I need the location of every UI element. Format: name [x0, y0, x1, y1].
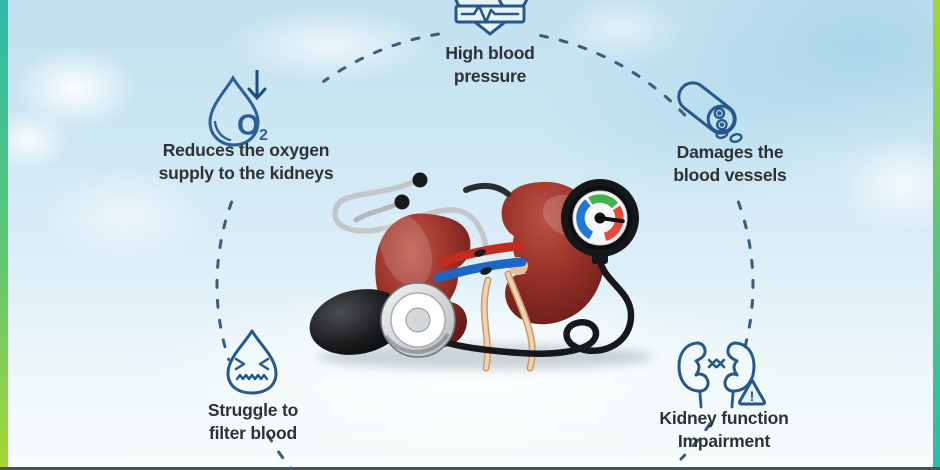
label-struggle-filter: Struggle to filter blood: [208, 399, 298, 445]
gauge-red-arc: [603, 205, 624, 241]
renal-vessels: [433, 241, 527, 283]
label-line: pressure: [453, 66, 527, 86]
stethoscope-tubes: [332, 172, 489, 249]
label-line: filter blood: [208, 423, 297, 443]
label-reduces-oxygen: Reduces the oxygen supply to the kidneys: [159, 139, 334, 185]
dash-arc-top-right: [539, 34, 688, 118]
ureters: [480, 270, 536, 372]
blood-vessel-icon: [677, 81, 743, 144]
bulb-connector: [389, 311, 425, 327]
struggling-drop-icon: [226, 329, 278, 395]
gauge-blue-arc: [576, 199, 594, 240]
right-edge-stripe: [933, 0, 940, 470]
label-line: Kidney function: [659, 408, 789, 428]
bottom-border-line: [0, 467, 940, 470]
inflation-bulb: [309, 289, 407, 355]
right-kidney: [501, 181, 606, 325]
kidney-highlight: [379, 213, 433, 287]
oxygen-drop-icon: O 2: [208, 70, 268, 147]
label-line: supply to the kidneys: [158, 163, 334, 183]
kidney-warning-icon: !: [677, 341, 766, 409]
oxygen-subscript: 2: [259, 127, 268, 144]
label-line: Impairment: [677, 431, 771, 451]
oxygen-symbol: O: [237, 110, 260, 142]
left-kidney: [375, 213, 471, 349]
stethoscope-earpiece: [412, 172, 428, 188]
stethoscope-tube-over-kidney: [463, 182, 511, 197]
label-line: Struggle to: [207, 400, 299, 420]
gauge-green-arc: [588, 194, 619, 209]
monitor-tube: [444, 256, 635, 357]
pressure-gauge: [561, 179, 639, 264]
label-line: Reduces the oxygen: [162, 140, 330, 160]
renal-tissue: [508, 257, 528, 275]
ground-shadow: [317, 344, 653, 370]
heart-pulse-icon: [454, 0, 528, 36]
stethoscope-chestpiece: [380, 282, 456, 358]
label-damages-vessels: Damages the blood vessels: [673, 141, 786, 187]
label-line: blood vessels: [673, 165, 787, 185]
label-kidney-impairment: Kidney function Impairment: [659, 407, 788, 453]
kidneys-blood-pressure-illustration: [309, 172, 653, 372]
warning-exclamation: !: [750, 388, 755, 404]
label-line: Damages the: [676, 142, 784, 162]
label-line: High blood: [445, 43, 535, 63]
label-high-blood-pressure: High blood pressure: [445, 42, 535, 88]
left-edge-stripe: [0, 0, 8, 470]
stethoscope-earpiece: [394, 194, 410, 210]
kidney-highlight: [542, 194, 598, 238]
dash-arc-top-left: [322, 32, 440, 83]
dash-arc-right: [736, 200, 755, 349]
gauge-needle: [598, 216, 625, 224]
